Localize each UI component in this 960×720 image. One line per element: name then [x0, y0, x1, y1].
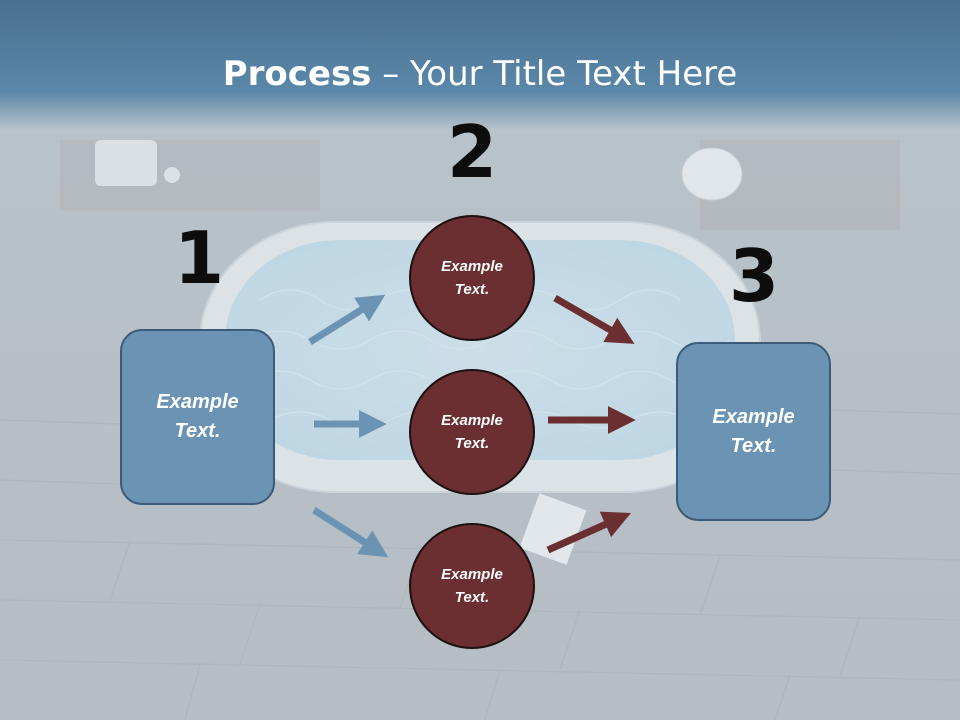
circle-top-label: Example Text. [441, 258, 503, 298]
arrow-out-bottom [546, 511, 631, 554]
step-number-1: 1 [173, 216, 225, 300]
arrow-in-bottom [312, 507, 389, 558]
output-box: Example Text. [676, 342, 831, 521]
circle-top: Example Text. [409, 215, 535, 341]
circle-bottom-label: Example Text. [441, 566, 503, 606]
title-bold: Process [222, 54, 372, 94]
input-box-label: Example Text. [156, 391, 239, 442]
circle-middle: Example Text. [409, 369, 535, 495]
arrow-out-top [553, 294, 635, 344]
header-band [0, 0, 960, 130]
step-number-2: 2 [446, 110, 498, 194]
step-number-3: 3 [728, 234, 780, 318]
circle-bottom: Example Text. [409, 523, 535, 649]
output-box-label: Example Text. [712, 405, 795, 457]
circle-middle-label: Example Text. [441, 412, 503, 452]
title-rest: – Your Title Text Here [371, 54, 738, 94]
slide-title: Process – Your Title Text Here [0, 52, 960, 96]
arrow-in-top [308, 294, 386, 345]
input-box: Example Text. [120, 329, 275, 505]
